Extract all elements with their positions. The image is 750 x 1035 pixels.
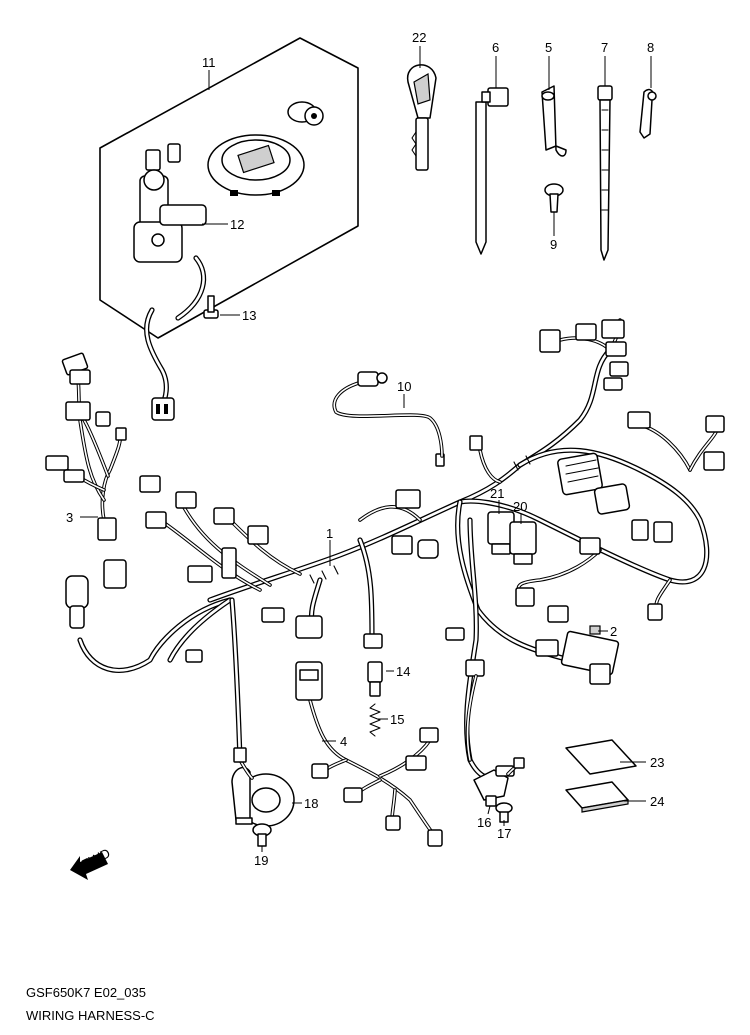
connector bbox=[547, 605, 569, 623]
callout-labels: 11 12 13 22 6 5 7 8 9 10 1 3 21 20 2 14 … bbox=[66, 30, 664, 868]
fwd-arrow-icon: FWD bbox=[70, 845, 112, 880]
connector bbox=[417, 539, 439, 559]
connector bbox=[221, 547, 237, 579]
connector bbox=[363, 633, 383, 649]
connector bbox=[139, 475, 161, 493]
horn-18 bbox=[231, 766, 295, 827]
callout-18: 18 bbox=[304, 796, 318, 811]
sub-harness-4-main-connector bbox=[295, 661, 323, 701]
connector bbox=[515, 587, 535, 607]
connector bbox=[213, 507, 235, 525]
connector bbox=[145, 511, 167, 529]
ecu-connector-a bbox=[557, 452, 603, 496]
top-connector-cluster bbox=[539, 319, 629, 391]
callout-4: 4 bbox=[340, 734, 347, 749]
connector bbox=[391, 535, 413, 555]
connector bbox=[445, 627, 465, 641]
lock-set-connector bbox=[151, 397, 175, 421]
bolt-17 bbox=[495, 802, 513, 823]
callout-2: 2 bbox=[610, 624, 617, 639]
connector bbox=[295, 615, 323, 639]
callout-20: 20 bbox=[513, 499, 527, 514]
sub-harness-4 bbox=[295, 661, 443, 847]
connector bbox=[703, 451, 725, 471]
callout-9: 9 bbox=[550, 237, 557, 252]
ignition-switch bbox=[133, 143, 207, 321]
harness-connectors bbox=[65, 319, 725, 685]
callout-19: 19 bbox=[254, 853, 268, 868]
screw-9 bbox=[544, 183, 564, 213]
pad-23 bbox=[565, 739, 637, 775]
switch-14 bbox=[367, 661, 383, 697]
callout-12: 12 bbox=[230, 217, 244, 232]
callout-14: 14 bbox=[396, 664, 410, 679]
sensor-16 bbox=[473, 765, 515, 807]
diagram-title: WIRING HARNESS-C bbox=[26, 1008, 155, 1023]
ignition-key bbox=[407, 64, 437, 171]
sensor-plug bbox=[65, 575, 89, 629]
callout-21: 21 bbox=[490, 486, 504, 501]
fuel-cap-lock bbox=[207, 134, 305, 196]
callout-1: 1 bbox=[326, 526, 333, 541]
connector bbox=[261, 607, 285, 623]
clamp-5 bbox=[541, 85, 567, 157]
callout-24: 24 bbox=[650, 794, 664, 809]
connector bbox=[395, 489, 421, 509]
connector bbox=[631, 519, 649, 541]
callout-11: 11 bbox=[202, 55, 216, 70]
connector bbox=[535, 639, 559, 657]
callout-5: 5 bbox=[545, 40, 552, 55]
callout-3: 3 bbox=[66, 510, 73, 525]
relay-21 bbox=[487, 511, 515, 555]
callout-15: 15 bbox=[390, 712, 404, 727]
callout-22: 22 bbox=[412, 30, 426, 45]
connector bbox=[185, 649, 203, 663]
connector bbox=[705, 415, 725, 433]
callout-8: 8 bbox=[647, 40, 654, 55]
connector bbox=[579, 537, 601, 555]
connector bbox=[627, 411, 651, 429]
connector bbox=[247, 525, 269, 545]
cable-tie-7 bbox=[597, 85, 613, 261]
callout-10: 10 bbox=[397, 379, 411, 394]
bolt-13 bbox=[203, 295, 219, 319]
callout-17: 17 bbox=[497, 826, 511, 841]
spring-15 bbox=[369, 703, 381, 737]
sub-harness-3 bbox=[45, 352, 127, 541]
fuse-box bbox=[560, 625, 620, 685]
diagram-code: GSF650K7 E02_035 bbox=[26, 985, 146, 1000]
connector bbox=[175, 491, 197, 509]
callout-6: 6 bbox=[492, 40, 499, 55]
relay-20 bbox=[509, 521, 537, 565]
ecu-connector-b bbox=[593, 483, 631, 515]
connector bbox=[469, 435, 483, 451]
connector bbox=[465, 659, 485, 677]
callout-16: 16 bbox=[477, 815, 491, 830]
clamp-6 bbox=[475, 87, 509, 255]
callout-7: 7 bbox=[601, 40, 608, 55]
bolt-19 bbox=[252, 823, 272, 847]
connector bbox=[647, 603, 663, 621]
part-10-lead bbox=[332, 371, 444, 458]
connector bbox=[103, 559, 127, 589]
callout-13: 13 bbox=[242, 308, 256, 323]
pad-24 bbox=[565, 781, 629, 813]
connector bbox=[653, 521, 673, 543]
lock-set-assembly bbox=[99, 37, 359, 339]
connector bbox=[187, 565, 213, 583]
leader-lines bbox=[80, 46, 652, 852]
clamp-8 bbox=[639, 88, 657, 139]
callout-23: 23 bbox=[650, 755, 664, 770]
lock-set-box bbox=[99, 37, 359, 339]
seat-lock-cylinder bbox=[287, 101, 324, 126]
